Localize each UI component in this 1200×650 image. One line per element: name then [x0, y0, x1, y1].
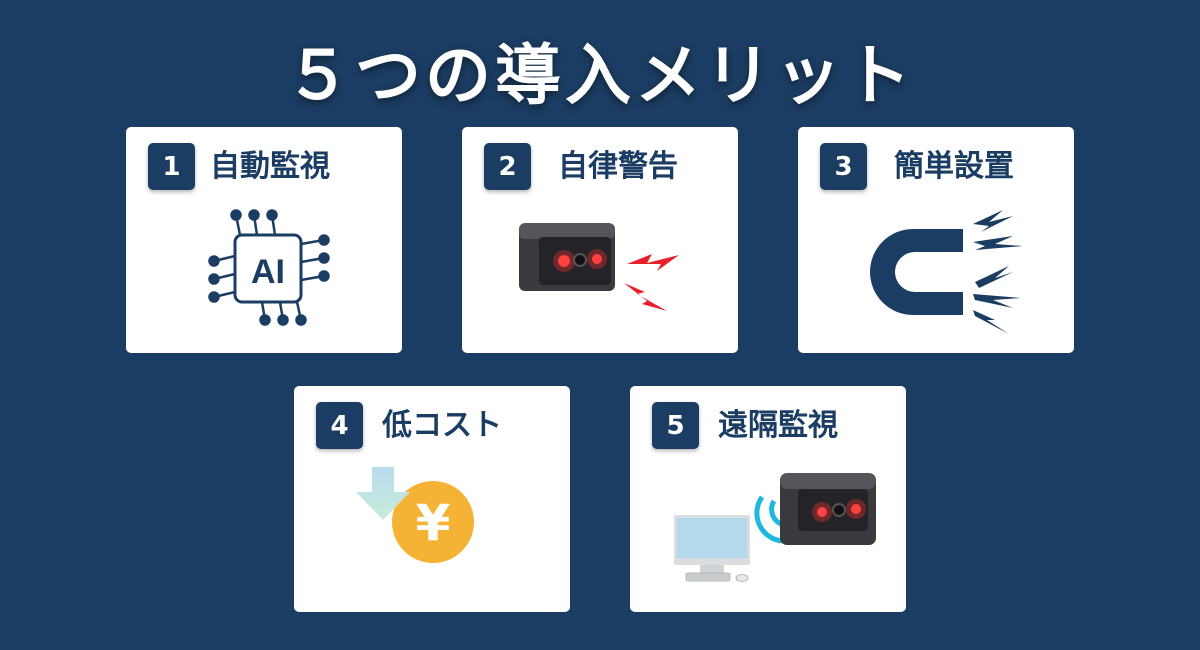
yen-symbol: ¥: [416, 494, 451, 552]
remote-monitor-icon: [674, 473, 876, 582]
page-title: ５つの導入メリット: [285, 37, 915, 114]
card-title: 自律警告: [558, 149, 678, 184]
benefit-card-autonomous-warning: 2 自律警告: [462, 127, 738, 353]
benefit-card-remote-monitoring: 5 遠隔監視: [630, 386, 906, 612]
number-badge: 4: [316, 402, 363, 449]
number-badge: 2: [484, 143, 531, 190]
benefit-card-easy-install: 3 簡単設置: [798, 127, 1074, 353]
magnet-icon: [870, 210, 1023, 334]
sensor-camera-alert-icon: [519, 223, 679, 311]
card-title: 遠隔監視: [718, 408, 838, 443]
benefit-card-auto-monitoring: 1 自動監視 AI: [126, 127, 402, 353]
chip-text: AI: [251, 253, 285, 291]
benefit-card-low-cost: 4 低コスト ¥: [294, 386, 570, 612]
number-badge: 1: [148, 143, 195, 190]
card-title: 自動監視: [210, 149, 330, 184]
computer-icon: [674, 515, 750, 582]
number-badge: 3: [820, 143, 867, 190]
number-badge: 5: [652, 402, 699, 449]
card-title: 簡単設置: [894, 149, 1014, 184]
ai-chip-icon: AI: [208, 209, 330, 326]
yen-down-icon: ¥: [356, 467, 474, 563]
sensor-camera-icon: [780, 473, 876, 545]
card-title: 低コスト: [382, 408, 502, 443]
